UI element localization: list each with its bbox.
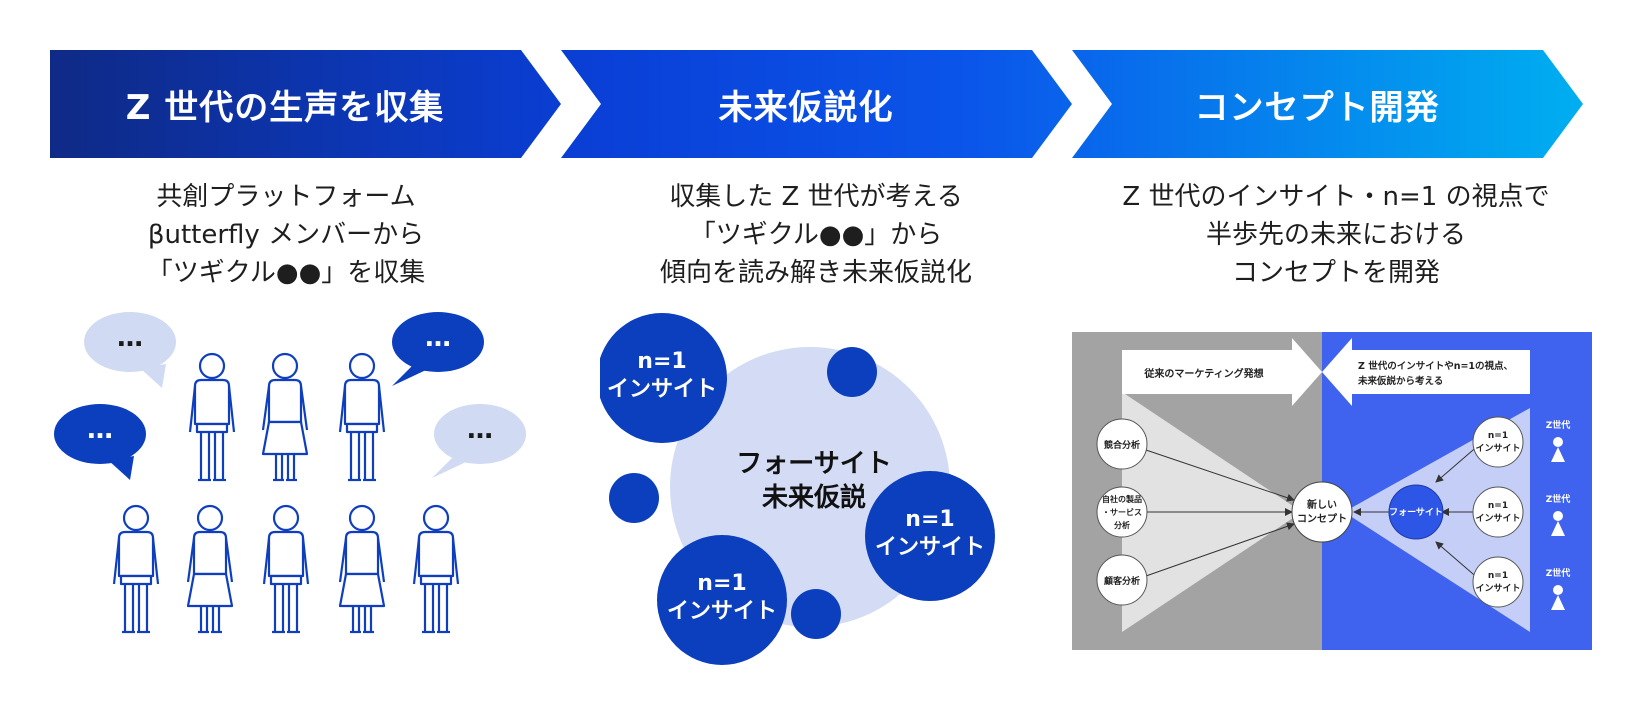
foresight-title: フォーサイト [736, 449, 891, 479]
desc-line: βutterfly メンバーから [147, 220, 425, 250]
small-dot [791, 589, 841, 639]
node-label: インサイト [1475, 513, 1520, 524]
person-figure [338, 352, 386, 482]
z-gen-label: Z世代 [1546, 493, 1571, 505]
desc-line: コンセプトを開発 [1231, 258, 1440, 288]
step-1-title: Z 世代の生声を収集 [125, 87, 445, 128]
insight-node-1: n=1 インサイト [1472, 416, 1524, 468]
bubble-dots: … [117, 323, 143, 353]
node-label: 自社の製品 [1102, 494, 1142, 504]
desc-line: Z 世代のインサイト・n=1 の視点で [1122, 182, 1550, 212]
foresight-illustration: n=1 インサイト n=1 インサイト n=1 インサイト フォーサイト 未来仮… [600, 313, 995, 665]
step-3-description: Z 世代のインサイト・n=1 の視点で 半歩先の未来における コンセプトを開発 [1096, 178, 1576, 292]
z-gen-person-1: Z世代 [1546, 419, 1571, 462]
people-illustration: … … … … [54, 312, 526, 634]
person-icon [1553, 511, 1563, 521]
insight-text: インサイト [607, 377, 717, 402]
node-label: 競合分析 [1104, 439, 1140, 451]
person-icon [1553, 437, 1563, 447]
speech-bubble-3: … [54, 404, 146, 480]
node-label: 新しい [1307, 498, 1337, 511]
step-1-description: 共創プラットフォーム βutterfly メンバーから 「ツギクル●●」を収集 [46, 178, 526, 292]
small-dot [827, 347, 877, 397]
node-label: インサイト [1475, 583, 1520, 594]
z-gen-person-2: Z世代 [1546, 493, 1571, 536]
small-dot [609, 473, 659, 523]
insight-circle-1: n=1 インサイト [600, 313, 727, 443]
person-icon [1553, 585, 1563, 595]
node-label: ・サービス [1102, 507, 1142, 517]
step-2-title: 未来仮説化 [718, 87, 894, 128]
person-figure [188, 352, 236, 482]
insight-text: n=1 [905, 507, 954, 532]
person-figure [262, 504, 310, 634]
desc-line: 「ツギクル●●」を収集 [146, 258, 426, 288]
insight-text: インサイト [875, 535, 985, 560]
step-2-description: 収集した Z 世代が考える 「ツギクル●●」から 傾向を読み解き未来仮説化 [576, 178, 1056, 292]
customer-analysis-node: 顧客分析 [1096, 554, 1148, 606]
person-figure [338, 504, 386, 634]
bubble-dots: … [425, 323, 451, 353]
product-analysis-node: 自社の製品 ・サービス 分析 [1096, 486, 1148, 538]
node-label: 顧客分析 [1104, 575, 1140, 587]
bubble-dots: … [467, 415, 493, 445]
desc-line: 半歩先の未来における [1205, 220, 1466, 250]
speech-bubble-4: … [432, 404, 526, 478]
chevron-step-1 [50, 50, 561, 158]
competitor-analysis-node: 競合分析 [1096, 418, 1148, 470]
conventional-arrow-label: 従来のマーケティング発想 [1143, 367, 1263, 380]
z-gen-person-3: Z世代 [1546, 567, 1571, 610]
desc-line: 傾向を読み解き未来仮説化 [659, 258, 972, 288]
node-label: コンセプト [1297, 512, 1347, 525]
foresight-subtitle: 未来仮説 [762, 482, 866, 513]
concept-panel: 従来のマーケティング発想 Z 世代のインサイトやn=1の視点、 未来仮説から考え… [1072, 332, 1592, 650]
insight-circle-2: n=1 インサイト [865, 471, 995, 601]
speech-bubble-1: … [84, 312, 176, 388]
insight-node-2: n=1 インサイト [1472, 486, 1524, 538]
node-label: インサイト [1475, 443, 1520, 454]
insight-text: n=1 [637, 349, 686, 374]
node-label: n=1 [1488, 571, 1508, 581]
new-approach-label-2: 未来仮説から考える [1357, 375, 1443, 387]
insight-node-3: n=1 インサイト [1472, 556, 1524, 608]
person-figure [112, 504, 160, 634]
node-label: n=1 [1488, 431, 1508, 441]
person-figure [186, 504, 234, 634]
person-figure [412, 504, 460, 634]
node-label: フォーサイト [1389, 507, 1443, 518]
desc-line: 収集した Z 世代が考える [669, 182, 963, 212]
z-gen-label: Z世代 [1546, 567, 1571, 579]
insight-text: n=1 [697, 571, 746, 596]
new-concept-node: 新しい コンセプト [1291, 481, 1353, 543]
conventional-arrow [1122, 338, 1322, 406]
foresight-node: フォーサイト [1388, 484, 1444, 540]
desc-line: 「ツギクル●●」から [689, 220, 943, 250]
node-label: 分析 [1114, 520, 1130, 530]
z-gen-label: Z世代 [1546, 419, 1571, 431]
new-approach-arrow [1322, 338, 1530, 406]
step-3-title: コンセプト開発 [1194, 87, 1440, 128]
person-figure [261, 352, 309, 482]
insight-text: インサイト [667, 599, 777, 624]
chevron-step-3 [1072, 50, 1583, 158]
node-label: n=1 [1488, 501, 1508, 511]
insight-circle-3: n=1 インサイト [657, 535, 787, 665]
chevron-banner [50, 50, 1583, 158]
new-approach-label-1: Z 世代のインサイトやn=1の視点、 [1358, 360, 1513, 372]
chevron-step-2 [561, 50, 1072, 158]
bubble-dots: … [87, 415, 113, 445]
desc-line: 共創プラットフォーム [156, 182, 416, 212]
speech-bubble-2: … [392, 312, 484, 386]
